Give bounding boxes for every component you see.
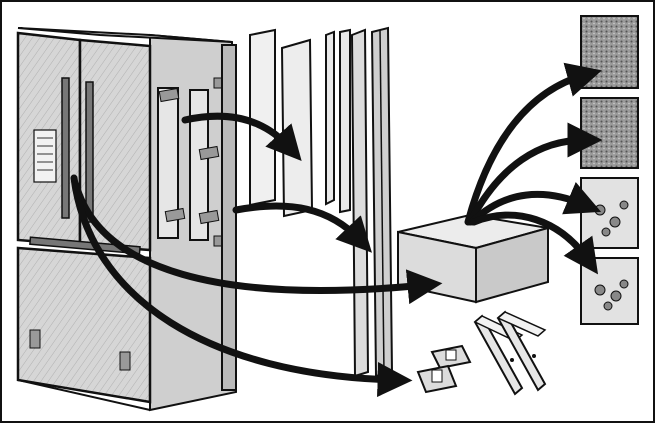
left-handle <box>62 78 69 218</box>
hardware-bag-1 <box>581 16 638 88</box>
hardware-bag-4 <box>581 258 638 324</box>
hardware-bag-2 <box>581 98 638 168</box>
right-handle <box>86 82 93 222</box>
hardware-bag-3 <box>581 178 638 248</box>
refrigerator-icon <box>18 28 236 410</box>
accessory-box-icon <box>398 215 548 302</box>
